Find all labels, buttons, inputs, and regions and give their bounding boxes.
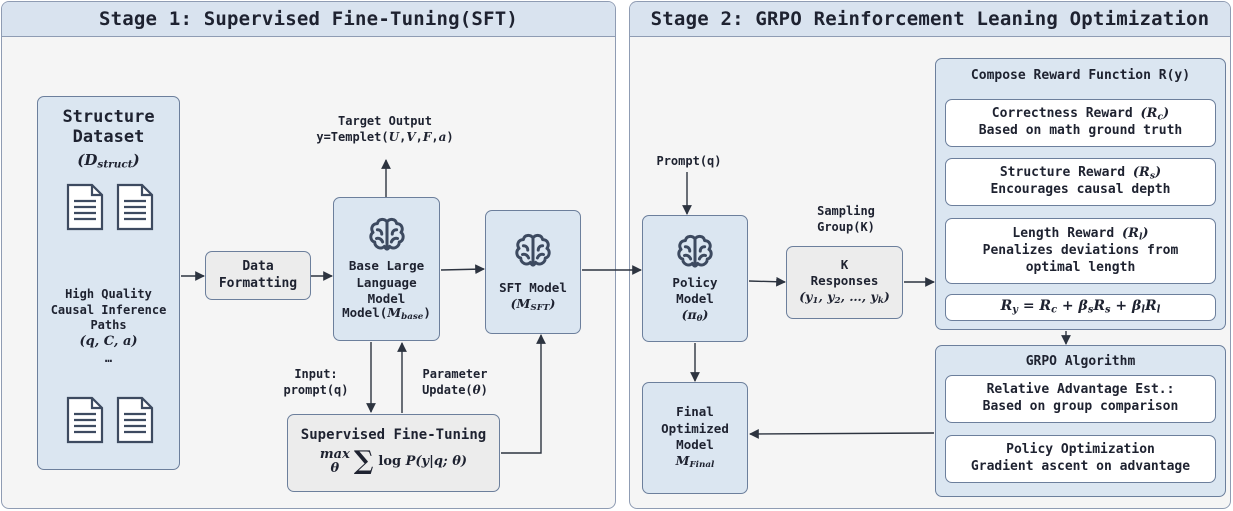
sft-model-symbol: (MSFT) xyxy=(510,295,556,314)
length-reward-desc: Penalizes deviations from optimal length xyxy=(982,242,1179,275)
k-responses-symbol: (y1, y2, …, yk) xyxy=(799,289,890,307)
relative-advantage-title: Relative Advantage Est.: xyxy=(986,382,1175,398)
relative-advantage-box: Relative Advantage Est.: Based on group … xyxy=(945,375,1216,423)
brain-icon xyxy=(368,218,405,251)
correctness-reward-title: Correctness Reward (Rc) xyxy=(991,106,1170,123)
sft-model-box: SFT Model (MSFT) xyxy=(485,210,581,334)
length-reward-title: Length Reward (Rl) xyxy=(1012,225,1149,242)
k-responses-box: K Responses (y1, y2, …, yk) xyxy=(786,246,903,319)
policy-model-symbol: (πθ) xyxy=(681,307,709,325)
grpo-title: GRPO Algorithm xyxy=(1025,354,1136,369)
length-reward-box: Length Reward (Rl) Penalizes deviations … xyxy=(945,218,1216,284)
document-icon xyxy=(116,183,154,231)
base-llm-symbol: Model(Mbase) xyxy=(342,305,431,323)
arrow-grpo-to-final xyxy=(749,429,935,439)
reward-formula-box: Ry = Rc + βsRs + βlRl xyxy=(945,294,1216,321)
dataset-tuple: (q, C, a) xyxy=(79,333,138,349)
final-model-box: Final Optimized Model MFinal xyxy=(642,382,748,494)
document-icon xyxy=(66,183,104,231)
policy-optimization-box: Policy Optimization Gradient ascent on a… xyxy=(945,435,1216,483)
sampling-group-label: Sampling Group(K) xyxy=(817,204,875,235)
base-llm-label: Base Large Language Model xyxy=(348,258,425,306)
policy-model-label: Policy Model xyxy=(672,274,718,307)
dataset-ellipsis: … xyxy=(104,350,113,365)
target-output: Target Output y=Templet(U,V,F,a) xyxy=(296,113,474,145)
brain-icon xyxy=(515,233,551,267)
structure-reward-desc: Encourages causal depth xyxy=(990,182,1171,198)
structure-reward-title: Structure Reward (Rs) xyxy=(999,165,1162,182)
policy-optimization-title: Policy Optimization xyxy=(1006,442,1155,458)
sft-model-label: SFT Model xyxy=(499,279,567,295)
correctness-reward-desc: Based on math ground truth xyxy=(978,123,1183,139)
stage1-title: Stage 1: Supervised Fine-Tuning(SFT) xyxy=(2,2,615,37)
brain-icon xyxy=(677,234,713,268)
reward-formula: Ry = Rc + βsRs + βlRl xyxy=(1000,298,1161,316)
target-output-formula: y=Templet(U,V,F,a) xyxy=(316,130,454,145)
reward-panel-title: Compose Reward Function R(y) xyxy=(970,68,1191,83)
dataset-symbol: (Dstruct) xyxy=(77,150,140,171)
data-formatting-label: Data Formatting xyxy=(218,258,298,291)
policy-model-box: Policy Model (πθ) xyxy=(642,215,748,342)
document-icon xyxy=(116,396,154,444)
arrow-finetune-to-sft xyxy=(501,334,546,454)
final-model-label: Final Optimized Model xyxy=(661,404,729,452)
arrow-base-to-sft xyxy=(440,264,485,275)
sft-box-title: Supervised Fine-Tuning xyxy=(300,427,487,443)
k-responses-title: K Responses xyxy=(810,256,879,289)
dataset-description: High Quality Causal Inference Paths xyxy=(50,287,167,333)
parameter-update-label: Parameter Update(θ) xyxy=(422,367,488,398)
correctness-reward-box: Correctness Reward (Rc) Based on math gr… xyxy=(945,99,1216,147)
policy-optimization-desc: Gradient ascent on advantage xyxy=(970,459,1191,474)
relative-advantage-desc: Based on group comparison xyxy=(982,399,1179,414)
base-llm-box: Base Large Language Model Model(Mbase) xyxy=(333,197,440,341)
input-prompt-label: Input: prompt(q) xyxy=(283,367,349,398)
data-formatting-box: Data Formatting xyxy=(205,251,311,300)
final-model-symbol: MFinal xyxy=(675,453,715,471)
arrow-policy-to-responses xyxy=(748,276,786,287)
document-icon xyxy=(66,396,104,444)
prompt-label: Prompt(q) xyxy=(656,154,722,168)
target-output-label: Target Output xyxy=(338,114,432,128)
structure-reward-box: Structure Reward (Rs) Encourages causal … xyxy=(945,158,1216,206)
structure-dataset-box: Structure Dataset (Dstruct) High Quality… xyxy=(37,96,180,470)
stage2-title: Stage 2: GRPO Reinforcement Leaning Opti… xyxy=(630,2,1230,37)
dataset-title: Structure Dataset xyxy=(62,107,155,148)
